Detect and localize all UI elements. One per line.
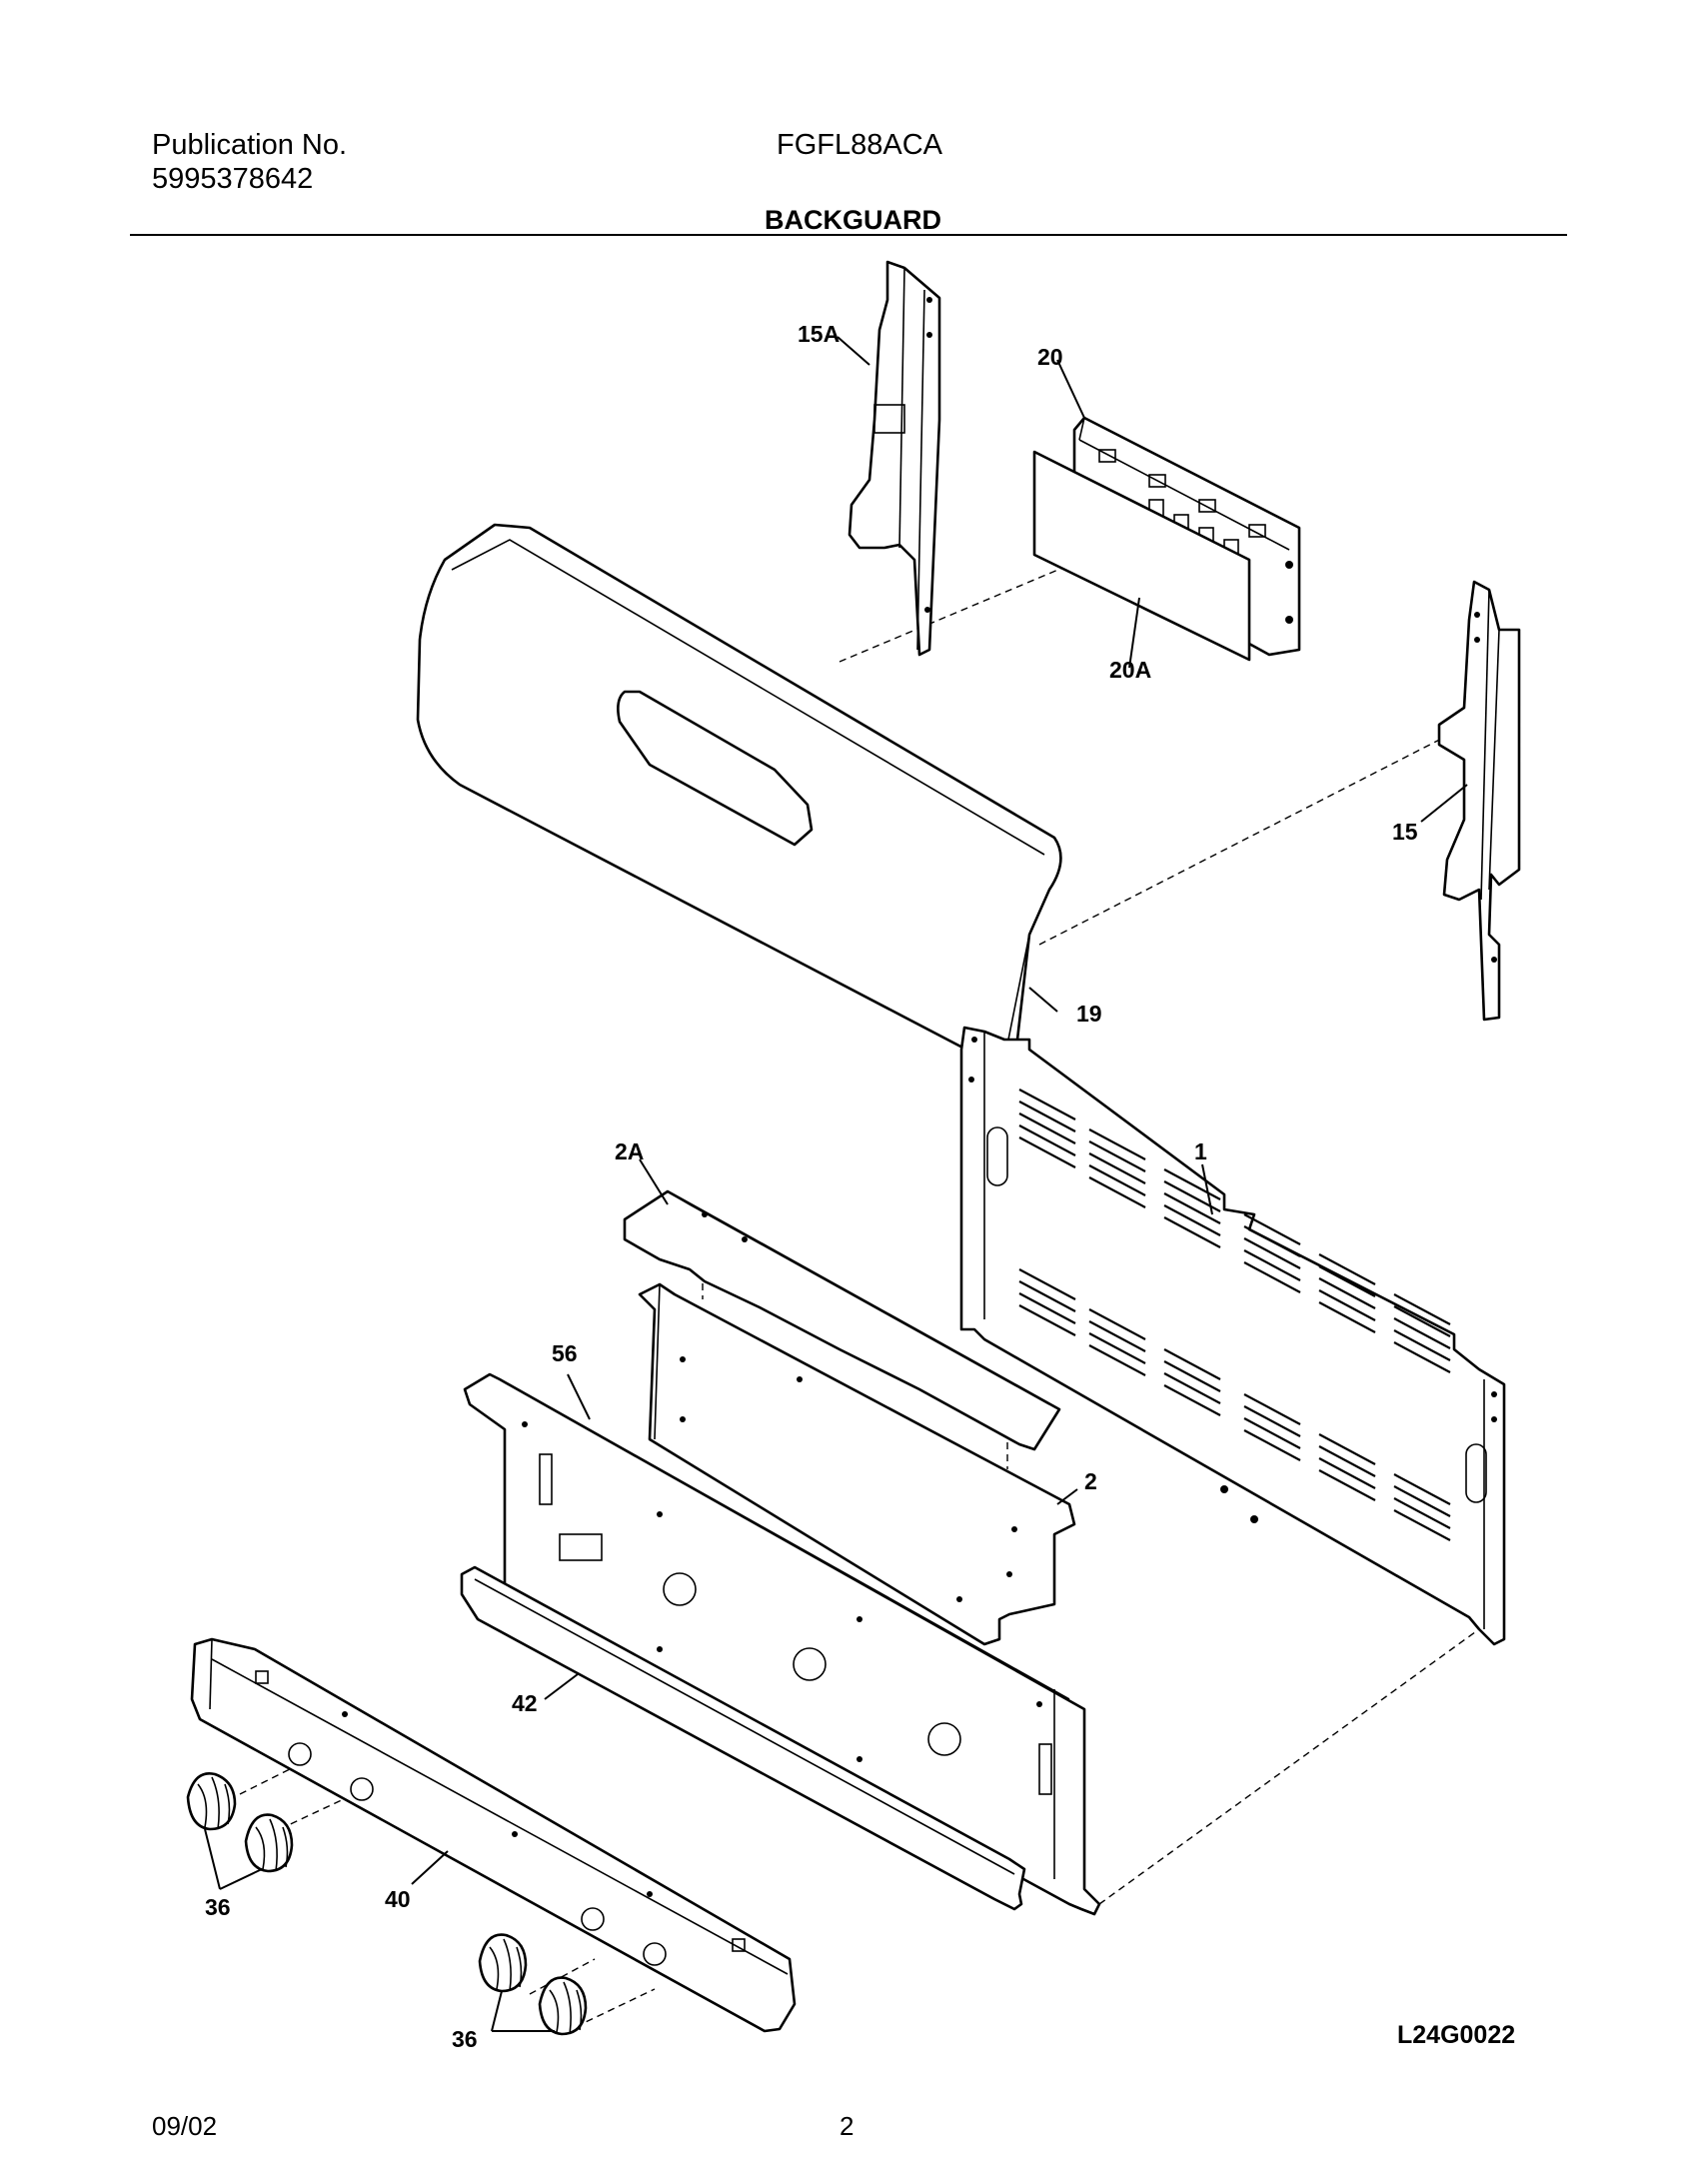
callout-20: 20 xyxy=(1037,344,1063,370)
page-number: 2 xyxy=(840,2111,854,2141)
leader-lines xyxy=(204,336,1468,2032)
footer-date: 09/02 xyxy=(152,2111,218,2141)
knob-36-b xyxy=(244,1813,294,1873)
callout-56: 56 xyxy=(552,1340,578,1366)
end-bracket-right-15 xyxy=(1437,580,1521,1022)
publication-number: 5995378642 xyxy=(152,163,314,195)
trim-strip-42 xyxy=(460,1565,1026,1911)
callout-15: 15 xyxy=(1392,819,1418,845)
callout-20a: 20A xyxy=(1109,657,1151,683)
bracket-panel-2 xyxy=(638,1282,1076,1646)
callout-1: 1 xyxy=(1194,1138,1207,1164)
control-overlay-20a xyxy=(1032,450,1251,662)
callout-19: 19 xyxy=(1076,1001,1102,1027)
vent-slots xyxy=(1018,1089,1451,1541)
model-number: FGFL88ACA xyxy=(777,129,942,161)
end-bracket-left-15a xyxy=(848,260,941,657)
callout-2: 2 xyxy=(1084,1468,1097,1494)
callout-42: 42 xyxy=(512,1690,538,1716)
knob-36-d xyxy=(538,1976,588,2036)
control-panel-front-40 xyxy=(190,1637,797,2033)
knob-36-c xyxy=(478,1933,528,1993)
rear-panel-1 xyxy=(959,1026,1506,1646)
callout-40: 40 xyxy=(385,1886,411,1912)
callout-36-left: 36 xyxy=(205,1894,231,1920)
callout-labels: 15A 20 20A 15 19 1 2A 56 2 42 40 36 36 xyxy=(205,321,1418,2052)
drawing-code: L24G0022 xyxy=(1397,2021,1516,2049)
shield-2a xyxy=(623,1189,1061,1451)
knob-36-a xyxy=(186,1771,237,1831)
publication-label: Publication No. xyxy=(152,129,348,161)
callout-15a: 15A xyxy=(798,321,840,347)
callout-2a: 2A xyxy=(615,1138,644,1164)
section-title: BACKGUARD xyxy=(765,205,941,235)
control-bracket-56 xyxy=(463,1372,1101,1916)
control-panel-19 xyxy=(416,523,1062,1067)
header-rule xyxy=(130,234,1567,236)
callout-36-right: 36 xyxy=(452,2026,478,2052)
